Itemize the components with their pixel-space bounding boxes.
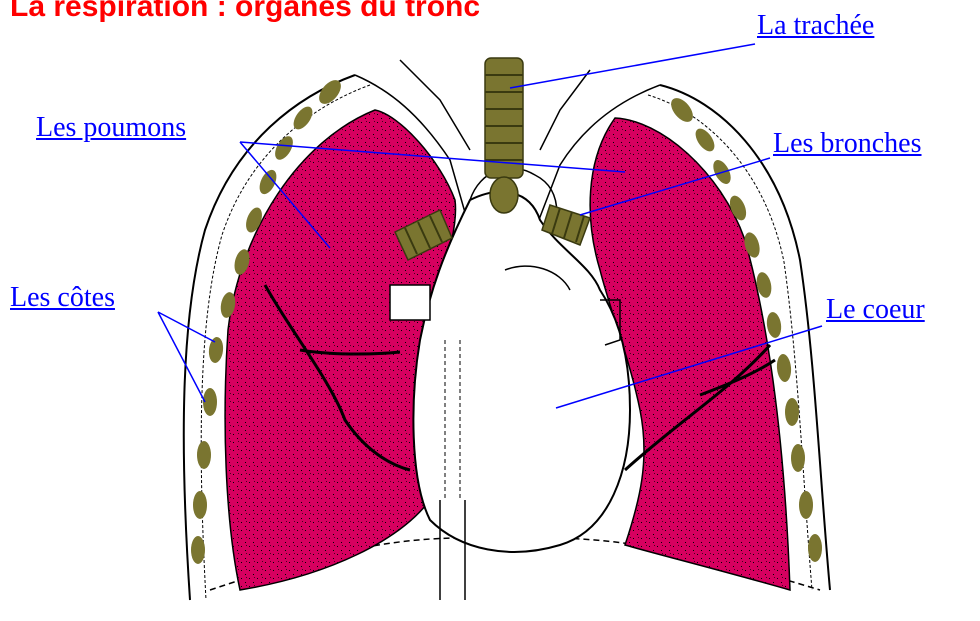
label-coeur: Le coeur [826,296,925,324]
label-cotes: Les côtes [10,284,115,312]
trachea [485,58,523,178]
label-bronches: Les bronches [773,130,922,158]
leader-trachee [510,44,755,88]
label-poumons: Les poumons [36,114,186,142]
left-vessel-stub [390,285,430,320]
carina [490,177,518,213]
label-trachee: La trachée [757,12,874,40]
diagram-title: La respiration : organes du tronc [10,0,480,24]
leader-cotes-2 [158,312,205,402]
